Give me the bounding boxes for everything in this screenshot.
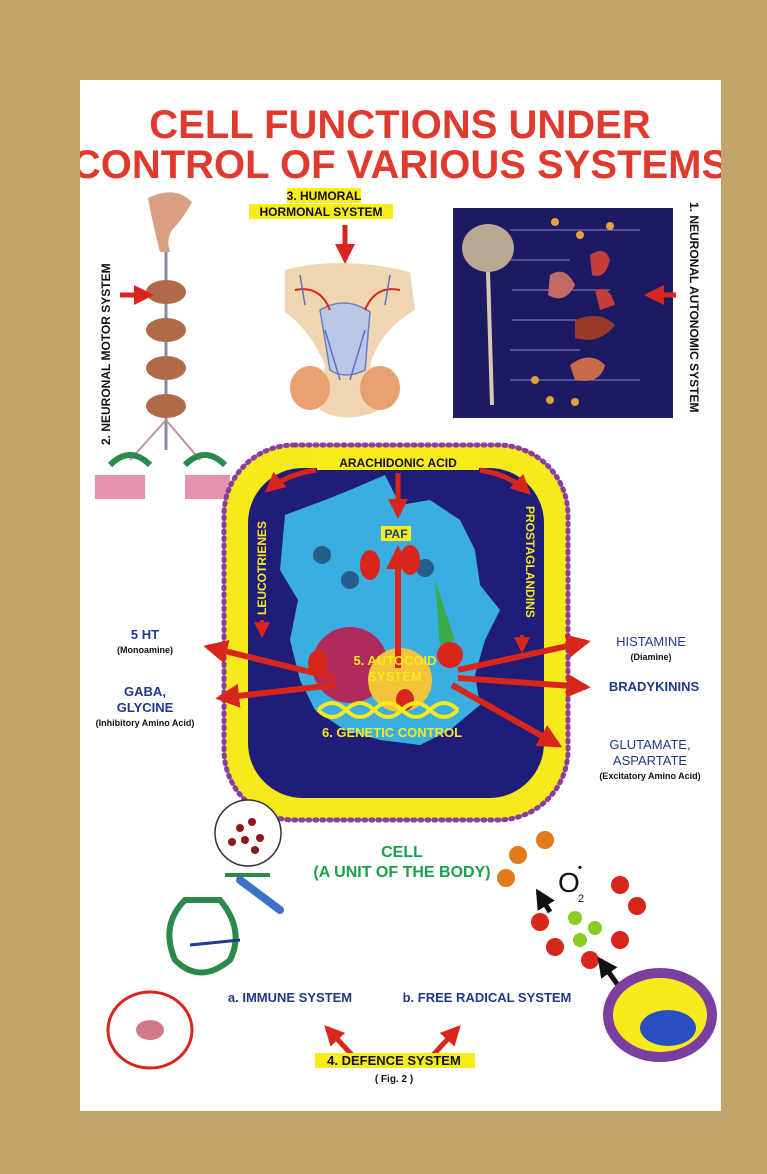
endocrine-gland-illustration [285,263,415,418]
label-5ht: 5 HT [131,627,159,642]
o2-symbol: O [558,867,580,898]
label-genetic-control: 6. GENETIC CONTROL [322,725,462,740]
label-histamine: HISTAMINE [616,634,686,649]
label-prostaglandins: PROSTAGLANDINS [523,506,537,618]
label-humoral-line-2: HORMONAL SYSTEM [259,205,382,219]
label-autocoid-line-2: SYSTEM [368,669,421,684]
label-paf: PAF [384,527,407,541]
label-arachidonic-acid: ARACHIDONIC ACID [339,456,457,470]
immune-illustration [108,800,281,1068]
label-glutamate-sub: (Excitatory Amino Acid) [599,771,700,781]
label-humoral-line-1: 3. HUMORAL [287,189,362,203]
title-line-2: CONTROL OF VARIOUS SYSTEMS [80,143,721,187]
label-cell-subtitle: (A UNIT OF THE BODY) [313,864,490,881]
arrow-to-immune [327,1028,352,1055]
poster: CELL FUNCTIONS UNDER CONTROL OF VARIOUS … [80,80,721,1111]
label-gaba-line-1: GABA, [124,684,166,699]
label-immune-system: a. IMMUNE SYSTEM [228,990,352,1005]
title-line-1: CELL FUNCTIONS UNDER [149,103,651,147]
label-neuronal-autonomic-system: 1. NEURONAL AUTONOMIC SYSTEM [687,202,701,412]
o2-superscript: • [578,862,582,874]
arrow-to-free-radical [433,1028,458,1055]
free-radical-illustration: O 2 • [497,831,712,1057]
label-gaba-line-2: GLYCINE [117,700,174,715]
label-defence-system: 4. DEFENCE SYSTEM [327,1053,461,1068]
label-histamine-sub: (Diamine) [630,652,671,662]
label-glutamate-line-1: GLUTAMATE, [609,737,690,752]
label-gaba-sub: (Inhibitory Amino Acid) [96,718,195,728]
o2-subscript: 2 [578,893,584,905]
label-autocoid-line-1: 5. AUTOCOID [353,653,436,668]
label-5ht-sub: (Monoamine) [117,645,173,655]
label-figure-number: ( Fig. 2 ) [375,1074,413,1085]
label-neuronal-motor-system: 2. NEURONAL MOTOR SYSTEM [99,263,113,445]
neuronal-motor-illustration [95,192,230,499]
label-free-radical-system: b. FREE RADICAL SYSTEM [403,990,572,1005]
label-bradykinins: BRADYKININS [609,679,700,694]
label-cell: CELL [381,844,423,861]
label-leucotrienes: LEUCOTRIENES [255,521,269,615]
label-glutamate-line-2: ASPARTATE [613,753,687,768]
diagram-canvas: CELL FUNCTIONS UNDER CONTROL OF VARIOUS … [80,80,721,1111]
